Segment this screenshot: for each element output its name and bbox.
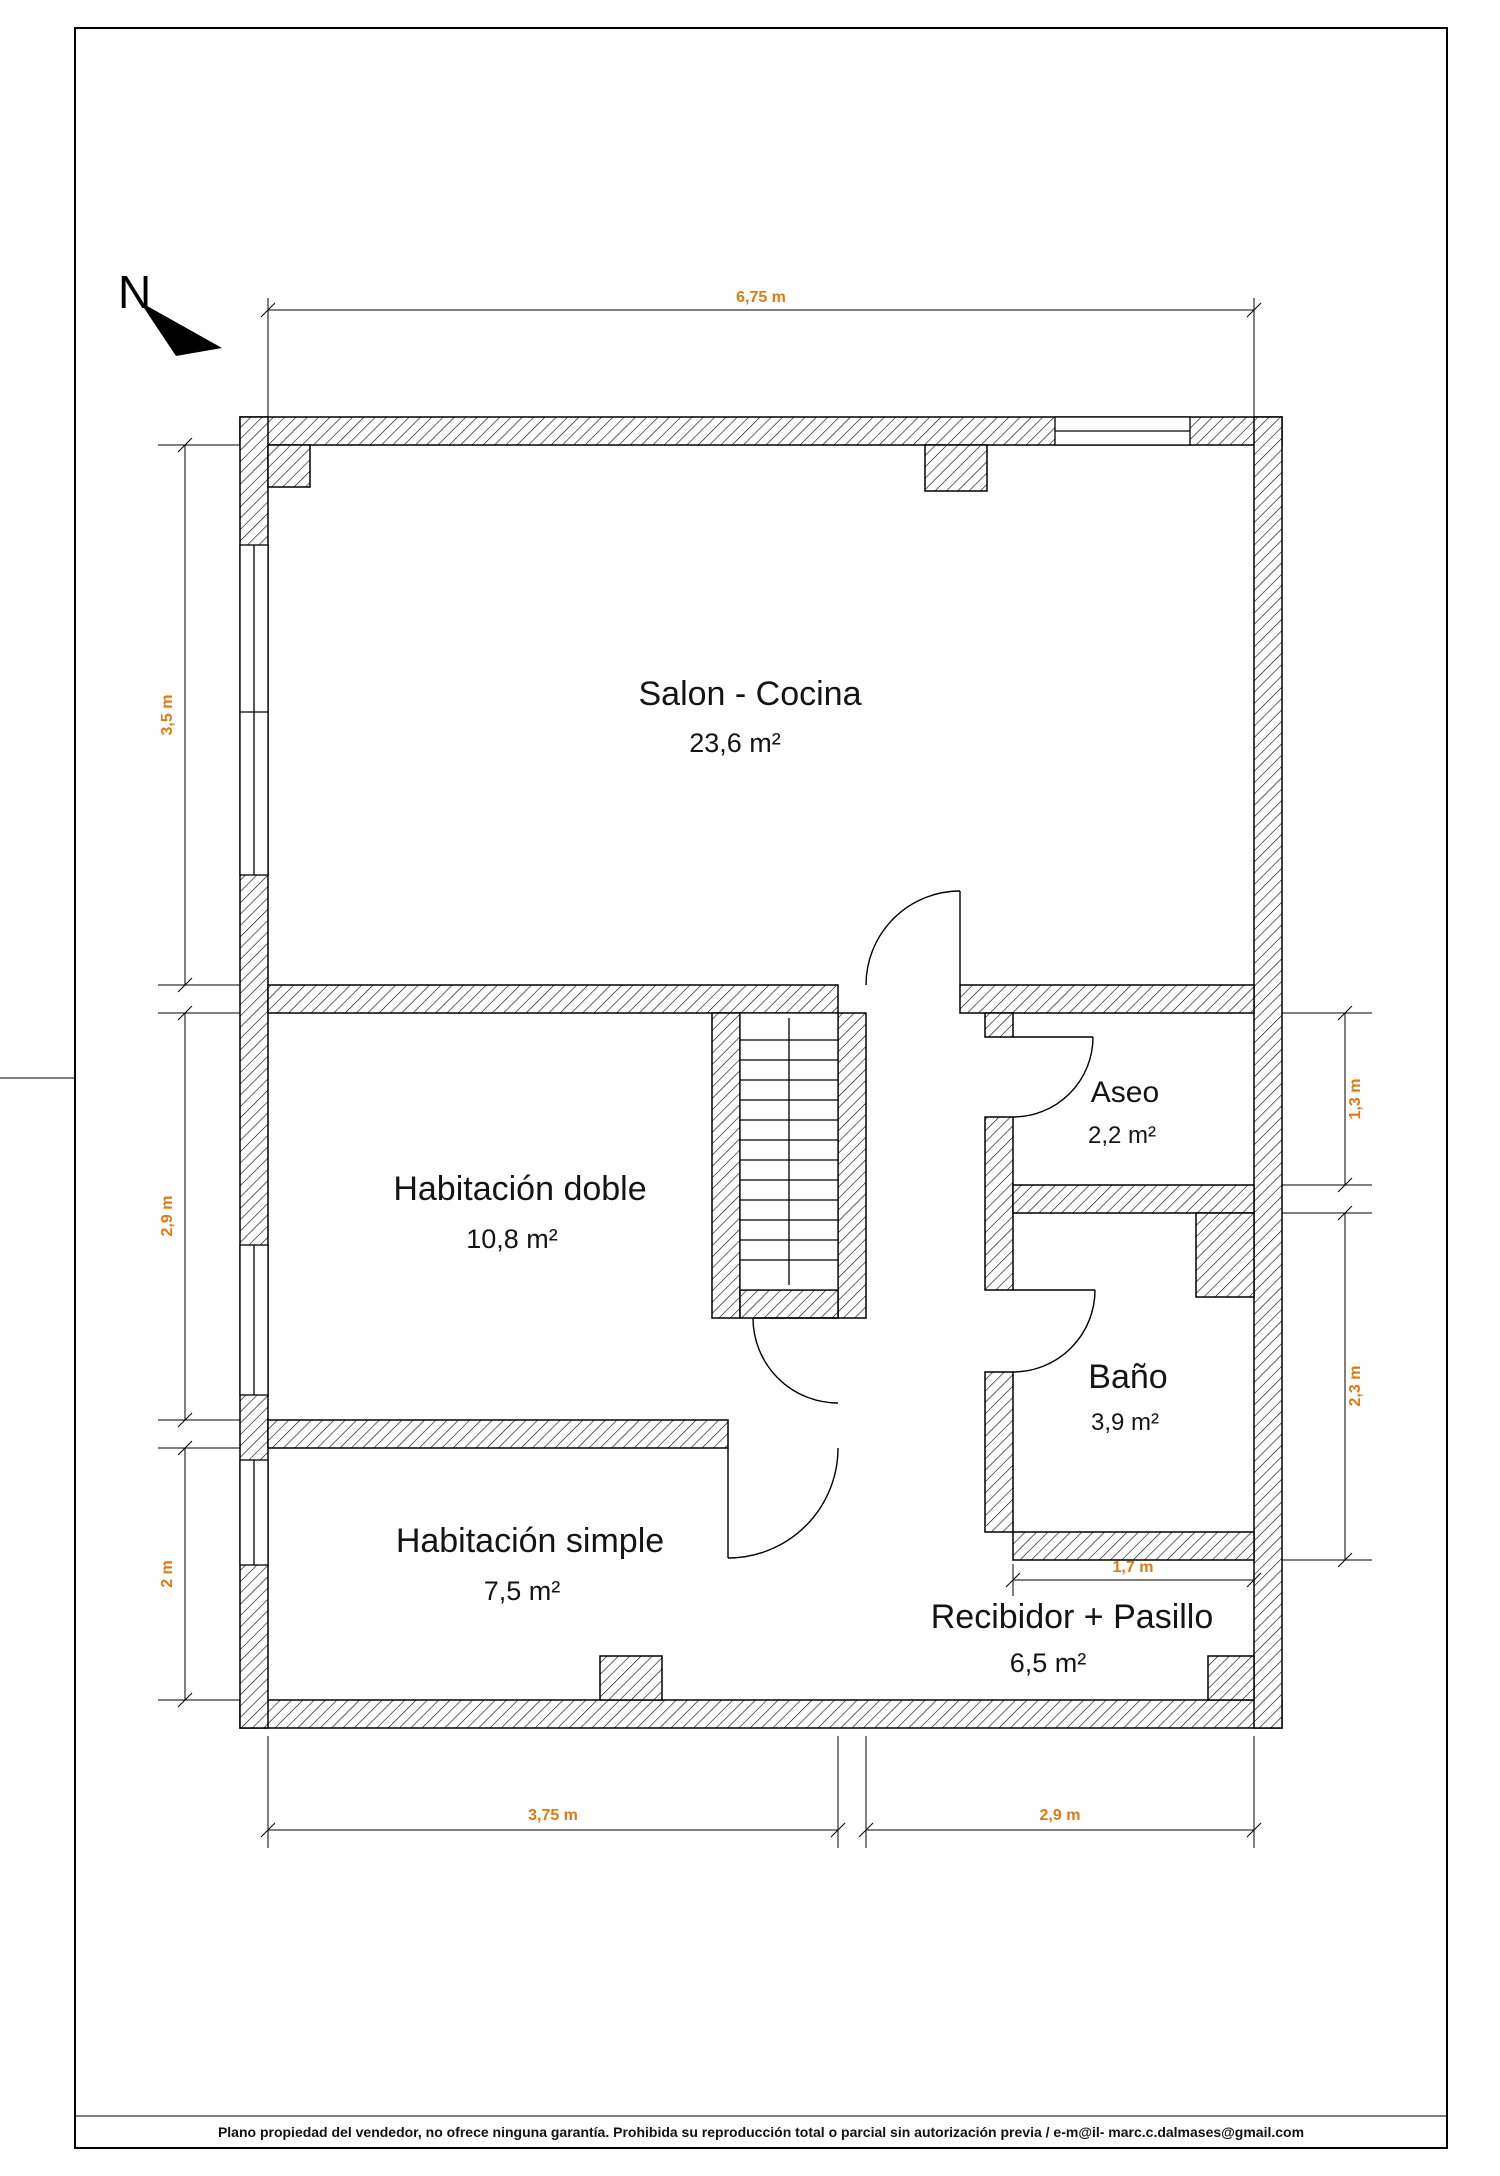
room-name-habitacion-simple: Habitación simple <box>396 1522 664 1560</box>
wall-pillar <box>1195 1212 1255 1298</box>
dimension-lines: 6,75 m 3,5 m 2,9 m 2 m 1,3 m 2,3 m <box>158 289 1372 1848</box>
room-labels: Salon - Cocina 23,6 m² Habitación doble … <box>393 675 1213 1678</box>
room-name-habitacion-doble: Habitación doble <box>393 1170 646 1208</box>
dimension-tick <box>177 977 193 993</box>
wall-segment <box>267 1419 729 1449</box>
room-area-aseo: 2,2 m² <box>1088 1122 1156 1149</box>
wall-segment <box>267 984 839 1014</box>
dimension-tick <box>1246 302 1262 318</box>
stairs <box>739 1012 839 1291</box>
wall-pillar <box>1207 1655 1255 1701</box>
wall-segment <box>984 1116 1014 1291</box>
door-arc-hab-simple <box>727 1447 839 1559</box>
wall-segment <box>984 1371 1014 1533</box>
dimension-tick <box>858 1822 874 1838</box>
door-arc-salon <box>865 890 961 986</box>
dimension-tick <box>1337 1005 1353 1021</box>
footer-disclaimer: Plano propiedad del vendedor, no ofrece … <box>218 2124 1304 2140</box>
dimension-tick <box>177 1692 193 1708</box>
room-label-habitacion-simple: Habitación simple 7,5 m² <box>396 1522 664 1606</box>
dimension-tick <box>177 1440 193 1456</box>
wall-segment <box>984 1012 1014 1038</box>
room-name-bano: Baño <box>1088 1358 1167 1396</box>
room-label-salon: Salon - Cocina 23,6 m² <box>638 675 861 758</box>
room-label-recibidor: Recibidor + Pasillo 6,5 m² <box>931 1598 1214 1678</box>
dimension-label-bottom-left: 3,75 m <box>528 1807 578 1824</box>
dimension-tick <box>177 437 193 453</box>
dimension-tick <box>1246 1572 1262 1588</box>
room-label-aseo: Aseo 2,2 m² <box>1088 1076 1159 1149</box>
wall-segment <box>239 1699 1283 1729</box>
dimension-label-left-salon: 3,5 m <box>159 695 176 736</box>
dimension-tick <box>260 302 276 318</box>
door-arc-bano <box>1012 1289 1096 1373</box>
footer: Plano propiedad del vendedor, no ofrece … <box>75 2115 1447 2140</box>
dimension-label-top: 6,75 m <box>736 289 786 306</box>
room-name-salon: Salon - Cocina <box>638 675 861 713</box>
dimension-tick <box>1005 1572 1021 1588</box>
wall-segment <box>739 1289 839 1319</box>
dimension-tick <box>177 1412 193 1428</box>
north-arrow: N <box>118 266 222 356</box>
wall-pillar <box>599 1655 663 1701</box>
dimension-tick <box>260 1822 276 1838</box>
room-area-salon: 23,6 m² <box>689 728 781 758</box>
doors <box>727 890 1096 1559</box>
dimension-label-bano-width: 1,7 m <box>1113 1559 1154 1576</box>
wall-segment <box>837 1012 867 1319</box>
dimension-label-bottom-right: 2,9 m <box>1040 1807 1081 1824</box>
dimension-tick <box>1337 1205 1353 1221</box>
room-area-bano: 3,9 m² <box>1091 1409 1159 1436</box>
door-arc-hab-doble <box>752 1317 839 1404</box>
room-label-bano: Baño 3,9 m² <box>1088 1358 1167 1436</box>
room-name-recibidor: Recibidor + Pasillo <box>931 1598 1214 1636</box>
dimension-tick <box>1337 1552 1353 1568</box>
dimension-label-left-hab-doble: 2,9 m <box>159 1196 176 1237</box>
wall-segment <box>959 984 1255 1014</box>
page-border <box>74 27 1448 2149</box>
wall-pillar <box>924 444 988 492</box>
dimension-label-right-bano: 2,3 m <box>1347 1366 1364 1407</box>
north-arrow-icon <box>140 302 222 356</box>
door-arc-aseo <box>1012 1036 1094 1118</box>
windows <box>239 416 1191 1566</box>
wall-segment <box>1253 416 1283 1729</box>
wall-pillar <box>267 444 311 488</box>
wall-segment <box>1012 1531 1255 1561</box>
walls <box>239 416 1283 1729</box>
room-area-habitacion-doble: 10,8 m² <box>466 1224 558 1254</box>
room-label-habitacion-doble: Habitación doble 10,8 m² <box>393 1170 646 1254</box>
dimension-label-right-aseo: 1,3 m <box>1347 1079 1364 1120</box>
dimension-tick <box>1337 1177 1353 1193</box>
dimension-tick <box>830 1822 846 1838</box>
wall-segment <box>1012 1184 1255 1214</box>
dimension-tick <box>177 1005 193 1021</box>
room-area-recibidor: 6,5 m² <box>1010 1648 1087 1678</box>
room-name-aseo: Aseo <box>1091 1076 1159 1109</box>
dimension-label-left-hab-simple: 2 m <box>159 1560 176 1588</box>
room-area-habitacion-simple: 7,5 m² <box>484 1576 561 1606</box>
wall-segment <box>711 1012 741 1319</box>
dimension-tick <box>1246 1822 1262 1838</box>
